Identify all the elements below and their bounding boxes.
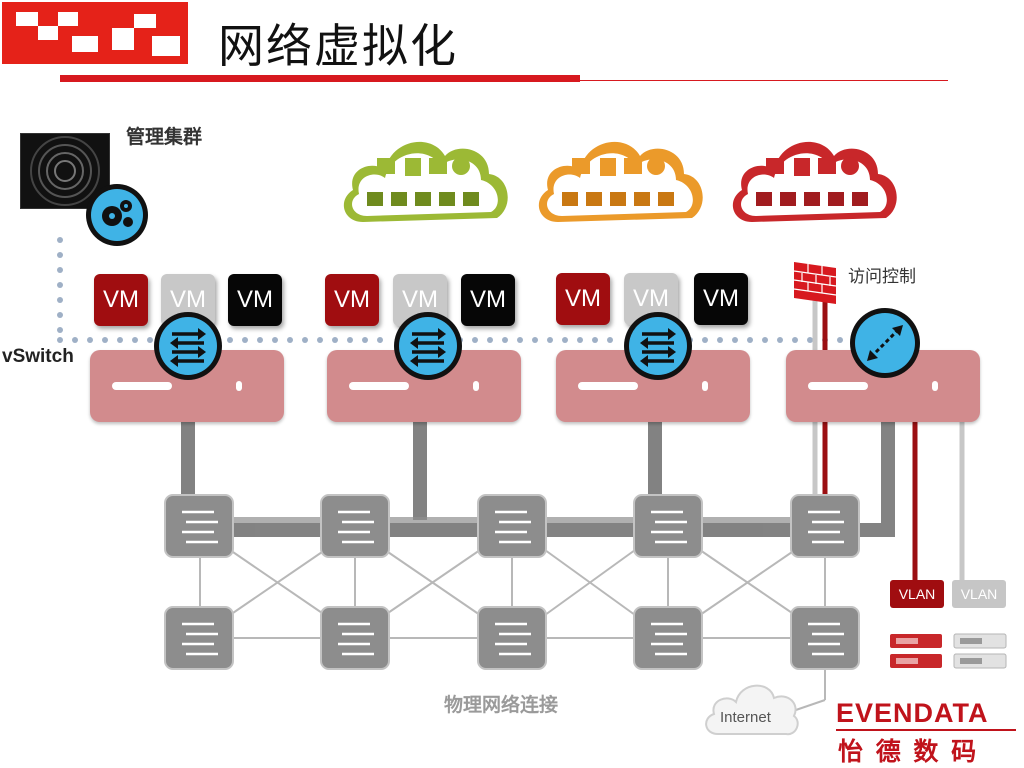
vm-box[interactable]: VM	[228, 274, 282, 326]
internet-cloud-icon	[700, 674, 802, 740]
management-dotted-line	[57, 237, 63, 333]
network-switch-icon	[320, 606, 390, 670]
network-switch-icon	[164, 494, 234, 558]
title-underline-thin	[580, 80, 948, 81]
switch-mesh-lines	[199, 549, 826, 713]
vlan-badge-red: VLAN	[890, 580, 944, 608]
network-switch-icon	[790, 494, 860, 558]
vm-box[interactable]: VM	[694, 273, 748, 325]
vm-box[interactable]: VM	[94, 274, 148, 326]
brand-name: EVENDATA	[836, 698, 989, 728]
physical-network-label: 物理网络连接	[444, 694, 559, 716]
brand-chinese: 怡 德 数 码	[838, 737, 979, 766]
network-switch-icon	[633, 494, 703, 558]
vswitch-icon[interactable]	[392, 310, 464, 382]
vlan-badge-gray: VLAN	[952, 580, 1006, 608]
page-title: 网络虚拟化	[218, 19, 458, 73]
access-control-label: 访问控制	[848, 267, 916, 287]
firewall-icon	[790, 258, 842, 308]
router-diagonal-arrow-icon[interactable]	[848, 306, 922, 380]
vm-box[interactable]: VM	[556, 273, 610, 325]
vswitch-icon[interactable]	[152, 310, 224, 382]
cloud-icon-green	[333, 126, 519, 232]
network-switch-icon	[477, 606, 547, 670]
title-underline	[60, 75, 580, 82]
cloud-icon-orange	[528, 126, 714, 232]
cloud-icon-red	[722, 126, 908, 232]
network-switch-icon	[164, 606, 234, 670]
internet-label: Internet	[720, 709, 771, 726]
management-cluster-label: 管理集群	[126, 126, 203, 148]
network-switch-icon	[633, 606, 703, 670]
gear-icon	[84, 182, 150, 248]
network-switch-icon	[477, 494, 547, 558]
vswitch-icon[interactable]	[622, 310, 694, 382]
company-logo-icon	[2, 2, 188, 64]
storage-red-icon	[888, 632, 944, 672]
vswitch-dotted-line	[57, 337, 843, 343]
network-switch-icon	[320, 494, 390, 558]
vm-box[interactable]: VM	[325, 274, 379, 326]
brand-underline	[836, 729, 1016, 731]
vm-box[interactable]: VM	[461, 274, 515, 326]
network-switch-icon	[790, 606, 860, 670]
storage-gray-icon	[952, 632, 1008, 672]
vswitch-label: vSwitch	[2, 346, 74, 367]
